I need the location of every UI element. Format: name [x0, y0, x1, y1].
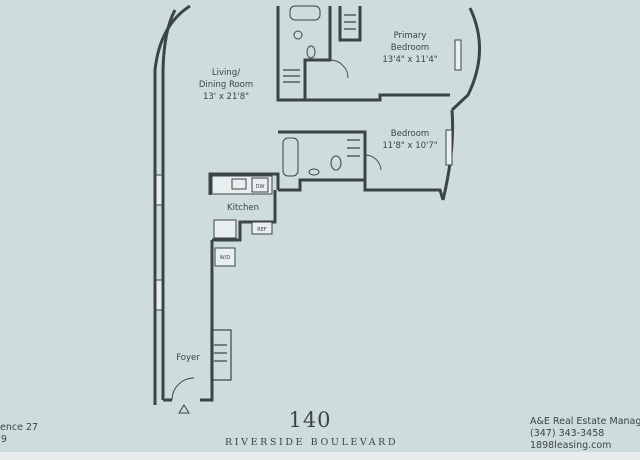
wall-foyer-bottom — [163, 240, 214, 402]
kitchen-sink — [231, 178, 247, 190]
room-dimensions: 13'4" x 11'4" — [382, 55, 437, 65]
window — [155, 174, 163, 206]
wall-west-inner — [161, 9, 177, 400]
agent-website: 1898leasing.com — [530, 440, 612, 451]
refrigerator — [251, 221, 273, 235]
room-name-line: Bedroom — [391, 43, 429, 53]
wall-east-primary — [450, 7, 481, 112]
sink — [308, 168, 320, 176]
room-kitchen: Kitchen — [227, 203, 259, 213]
second-bathroom — [282, 137, 342, 177]
closet-primary — [344, 14, 356, 30]
residence-info: dence 27 r 9 — [0, 422, 38, 446]
bottom-border — [0, 452, 640, 460]
toilet — [330, 155, 342, 171]
wall-kitchen-east — [212, 190, 277, 242]
walls — [153, 4, 481, 405]
wall-mid-corridor — [278, 178, 365, 192]
washer-dryer — [214, 247, 236, 267]
primary-bathroom — [289, 5, 321, 59]
refrigerator-label: REF — [257, 227, 267, 233]
window — [445, 129, 453, 166]
room-living: Living/ Dining Room 13' x 21'8" — [199, 68, 253, 102]
residence-line: dence 27 — [0, 422, 39, 433]
wall-bedroom-south — [363, 180, 445, 201]
agent-phone: (347) 343-3458 — [530, 428, 605, 439]
stove — [213, 219, 237, 239]
agent-name: A&E Real Estate Manag — [530, 416, 640, 427]
closet-bedroom — [347, 139, 360, 157]
room-name-line: Foyer — [176, 353, 200, 363]
wall-bedrooms-divider — [305, 93, 450, 102]
closet-foyer-outline — [210, 329, 232, 381]
washer-dryer-label: W/D — [220, 255, 231, 261]
wall-closet-primary — [338, 6, 362, 42]
agent-info: A&E Real Estate Manag (347) 343-3458 189… — [530, 416, 640, 452]
door-entry — [171, 377, 195, 401]
kitchen-fixtures — [211, 175, 273, 267]
room-dimensions: 11'8" x 10'7" — [382, 141, 437, 151]
entry-marker-icon — [178, 404, 190, 414]
wall-bath-top — [278, 130, 367, 180]
window — [454, 39, 462, 71]
dishwasher — [251, 177, 269, 193]
room-name-line: Bedroom — [391, 129, 429, 139]
closet-living — [283, 69, 300, 83]
room-name-line: Dining Room — [199, 80, 253, 90]
building-street: RIVERSIDE BOULEVARD — [225, 437, 399, 448]
closets — [210, 14, 360, 381]
closet-foyer — [214, 344, 227, 362]
doors — [171, 59, 382, 401]
room-name-line: Kitchen — [227, 203, 259, 213]
building-number: 140 — [288, 408, 332, 432]
wall-west-curved — [153, 4, 191, 405]
toilet — [306, 45, 316, 59]
wall-living-east — [276, 6, 305, 102]
room-dimensions: 13' x 21'8" — [203, 92, 249, 102]
door-primary-bedroom — [329, 59, 349, 79]
room-name-line: Primary — [394, 31, 427, 41]
window — [155, 279, 163, 311]
bathtub — [282, 137, 299, 177]
windows — [155, 39, 462, 311]
bathtub — [289, 5, 321, 21]
door-bedroom — [364, 154, 382, 171]
sink — [293, 30, 303, 40]
wall-bath-block — [208, 172, 280, 195]
dishwasher-label: DW — [256, 184, 265, 190]
room-primary-bedroom: Primary Bedroom 13'4" x 11'4" — [382, 31, 437, 65]
room-name-line: Living/ — [212, 68, 240, 78]
room-bedroom: Bedroom 11'8" x 10'7" — [382, 129, 437, 151]
room-foyer: Foyer — [176, 353, 200, 363]
floor-line: r 9 — [0, 434, 7, 445]
wall-primary-bath — [303, 6, 332, 100]
